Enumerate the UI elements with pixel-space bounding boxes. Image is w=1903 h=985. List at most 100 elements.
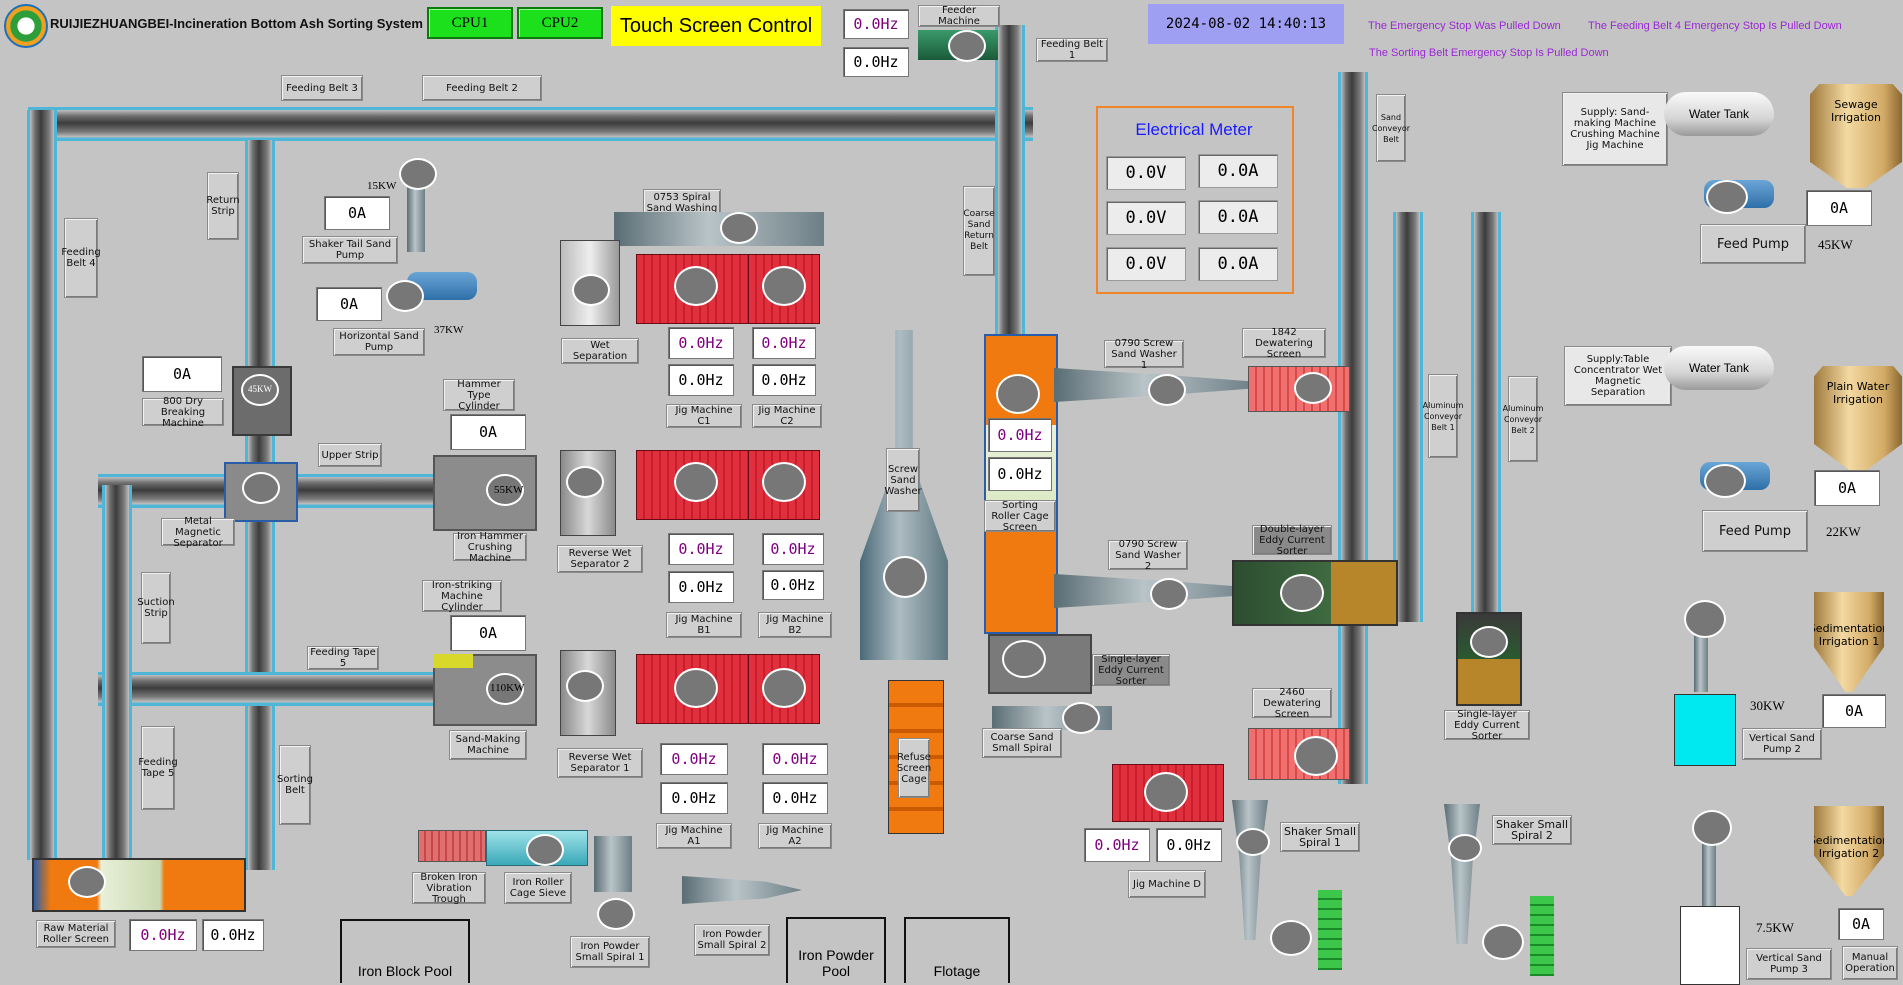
meter-voltage-1: 0.0V: [1106, 156, 1186, 190]
feeding-belt2-conveyor[interactable]: [28, 107, 1033, 141]
shaker-spiral2-body[interactable]: [1444, 804, 1480, 944]
double-eddy-sorter[interactable]: [1232, 560, 1398, 626]
wet-separation-motor-icon[interactable]: [572, 274, 610, 306]
iron-powder-spiral1-body[interactable]: [594, 836, 632, 892]
jig-c1-motor-icon[interactable]: [674, 266, 718, 306]
touch-screen-control-button[interactable]: Touch Screen Control: [611, 6, 821, 46]
coarse-spiral-motor-icon[interactable]: [1062, 702, 1100, 734]
sedimentation2-silo: Sedimentation Irrigation 2: [1814, 806, 1884, 896]
feeding-belt4-conveyor[interactable]: [27, 110, 57, 860]
raw-material-roller-screen[interactable]: [32, 858, 246, 912]
iron-powder-spiral1-motor-icon[interactable]: [597, 898, 635, 930]
double-eddy-motor-icon[interactable]: [1280, 574, 1324, 612]
screw-washer-motor-icon[interactable]: [883, 556, 927, 598]
electrical-meter-panel: [1096, 106, 1294, 294]
feeding-tape5-conveyor[interactable]: [98, 672, 478, 706]
horizontal-pump-label: Horizontal Sand Pump: [333, 328, 425, 356]
iron-powder-spiral2-label: Iron Powder Small Spiral 2: [694, 924, 770, 956]
vertical-pump3-motor-icon[interactable]: [1692, 810, 1732, 846]
jig-b1-motor-icon[interactable]: [674, 462, 718, 502]
feed-pump1-kw-text: 45KW: [1818, 237, 1853, 252]
jig-d-motor-icon[interactable]: [1144, 772, 1188, 812]
dry-breaking-motor-icon[interactable]: [241, 374, 279, 406]
jig-b2-motor-icon[interactable]: [762, 462, 806, 502]
shaker-spiral2-motor-icon[interactable]: [1448, 834, 1482, 862]
shaker-spiral1-green-unit[interactable]: [1318, 890, 1342, 970]
shaker-spiral2-green-unit[interactable]: [1530, 896, 1554, 976]
feeding-belt4-label: Feeding Belt 4: [61, 218, 101, 298]
meter-current-2: 0.0A: [1198, 200, 1278, 234]
spiral-0753-motor-icon[interactable]: [720, 212, 758, 244]
jig-d-hz2: 0.0Hz: [1156, 828, 1222, 862]
vertical-pump3-kw-text: 7.5KW: [1756, 920, 1794, 935]
horizontal-pump-current: 0A: [316, 287, 382, 321]
shaker-tail-motor-icon[interactable]: [399, 158, 437, 190]
flotage-pool: Flotage: [904, 917, 1010, 983]
suction-strip-conveyor[interactable]: [102, 485, 132, 875]
screw-0790-2-motor-icon[interactable]: [1150, 578, 1188, 610]
shaker-spiral1-bottom-motor-icon[interactable]: [1270, 920, 1312, 956]
raw-screen-hz2: 0.0Hz: [202, 919, 264, 951]
single-eddy2-motor-icon[interactable]: [1470, 626, 1508, 658]
vertical-pump3-tank: [1680, 906, 1740, 985]
dewater-1842-motor-icon[interactable]: [1294, 372, 1332, 404]
feed-pump2-button[interactable]: Feed Pump: [1702, 510, 1808, 552]
aluminum-conveyor1-v[interactable]: [1393, 212, 1423, 622]
feeding-tape5-v-label: Feeding Tape 5: [138, 726, 178, 810]
feed-pump2-motor-icon[interactable]: [1704, 464, 1746, 498]
broken-iron-vibration-trough[interactable]: [418, 830, 486, 862]
dewater-2460-label: 2460 Dewatering Screen: [1252, 687, 1332, 720]
shaker-spiral2-bottom-motor-icon[interactable]: [1482, 924, 1524, 960]
jig-c2-hz1: 0.0Hz: [752, 327, 816, 359]
feed-pump1-button[interactable]: Feed Pump: [1700, 224, 1806, 264]
sorting-roller-label: Sorting Roller Cage Screen: [984, 500, 1056, 533]
coarse-sand-return-belt[interactable]: [995, 143, 1025, 343]
sand-making-motor-icon[interactable]: [486, 673, 524, 705]
app-logo: [4, 4, 48, 48]
sorting-roller-motor-icon[interactable]: [996, 374, 1040, 414]
iron-powder-spiral2-body[interactable]: [682, 876, 802, 904]
feed-pump1-motor-icon[interactable]: [1706, 180, 1748, 214]
wet-separation-machine[interactable]: [560, 240, 620, 326]
reverse-wet1-label: Reverse Wet Separator 1: [557, 748, 643, 778]
shaker-tail-label: Shaker Tail Sand Pump: [302, 236, 398, 264]
cpu2-button[interactable]: CPU2: [517, 7, 603, 39]
spiral-0753-body[interactable]: [614, 212, 824, 246]
hammer-current: 0A: [450, 414, 526, 450]
jig-a1-hz2: 0.0Hz: [660, 782, 728, 814]
metal-separator-motor-icon[interactable]: [242, 472, 280, 504]
refuse-screen-cage[interactable]: [888, 680, 944, 834]
meter-current-1: 0.0A: [1198, 154, 1278, 188]
aluminum-conveyor2-v[interactable]: [1471, 212, 1501, 622]
jig-a2-motor-icon[interactable]: [762, 668, 806, 708]
raw-screen-motor-icon[interactable]: [68, 866, 106, 898]
feed-pump2-kw-text: 22KW: [1826, 524, 1861, 539]
shaker-spiral2-label: Shaker Small Spiral 2: [1492, 815, 1572, 845]
feeding-belt1-conveyor[interactable]: [995, 25, 1025, 143]
jig-c2-motor-icon[interactable]: [762, 266, 806, 306]
vertical-pump2-tank: [1674, 694, 1736, 766]
horizontal-pump-motor-icon[interactable]: [386, 280, 424, 312]
reverse-wet1-motor-icon[interactable]: [566, 670, 604, 702]
vertical-pump2-motor-icon[interactable]: [1684, 600, 1726, 638]
screw-0790-1-motor-icon[interactable]: [1148, 374, 1186, 406]
jig-a1-label: Jig Machine A1: [656, 823, 732, 849]
horizontal-kw-text: 37KW: [434, 324, 464, 336]
jig-a1-motor-icon[interactable]: [674, 668, 718, 708]
dewater-2460-motor-icon[interactable]: [1294, 736, 1338, 776]
reverse-wet2-motor-icon[interactable]: [566, 466, 604, 498]
sand-conveyor-belt-v[interactable]: [1338, 72, 1368, 784]
iron-roller-motor-icon[interactable]: [526, 834, 564, 866]
meter-voltage-3: 0.0V: [1106, 247, 1186, 281]
cpu1-button[interactable]: CPU1: [427, 7, 513, 39]
shaker-spiral1-motor-icon[interactable]: [1236, 828, 1270, 856]
feeder-motor-icon[interactable]: [948, 30, 986, 62]
single-eddy1-label: Single-layer Eddy Current Sorter: [1092, 654, 1170, 687]
dewater-1842-label: 1842 Dewatering Screen: [1242, 327, 1326, 360]
single-eddy1-motor-icon[interactable]: [1002, 640, 1046, 678]
shaker-tail-pump-body[interactable]: [407, 170, 425, 252]
manual-operation-button[interactable]: Manual Operation: [1842, 946, 1898, 980]
shaker-spiral1-body[interactable]: [1232, 800, 1268, 940]
screw-0790-1-label: 0790 Screw Sand Washer 1: [1104, 338, 1184, 371]
iron-hammer-motor-icon[interactable]: [486, 474, 524, 506]
